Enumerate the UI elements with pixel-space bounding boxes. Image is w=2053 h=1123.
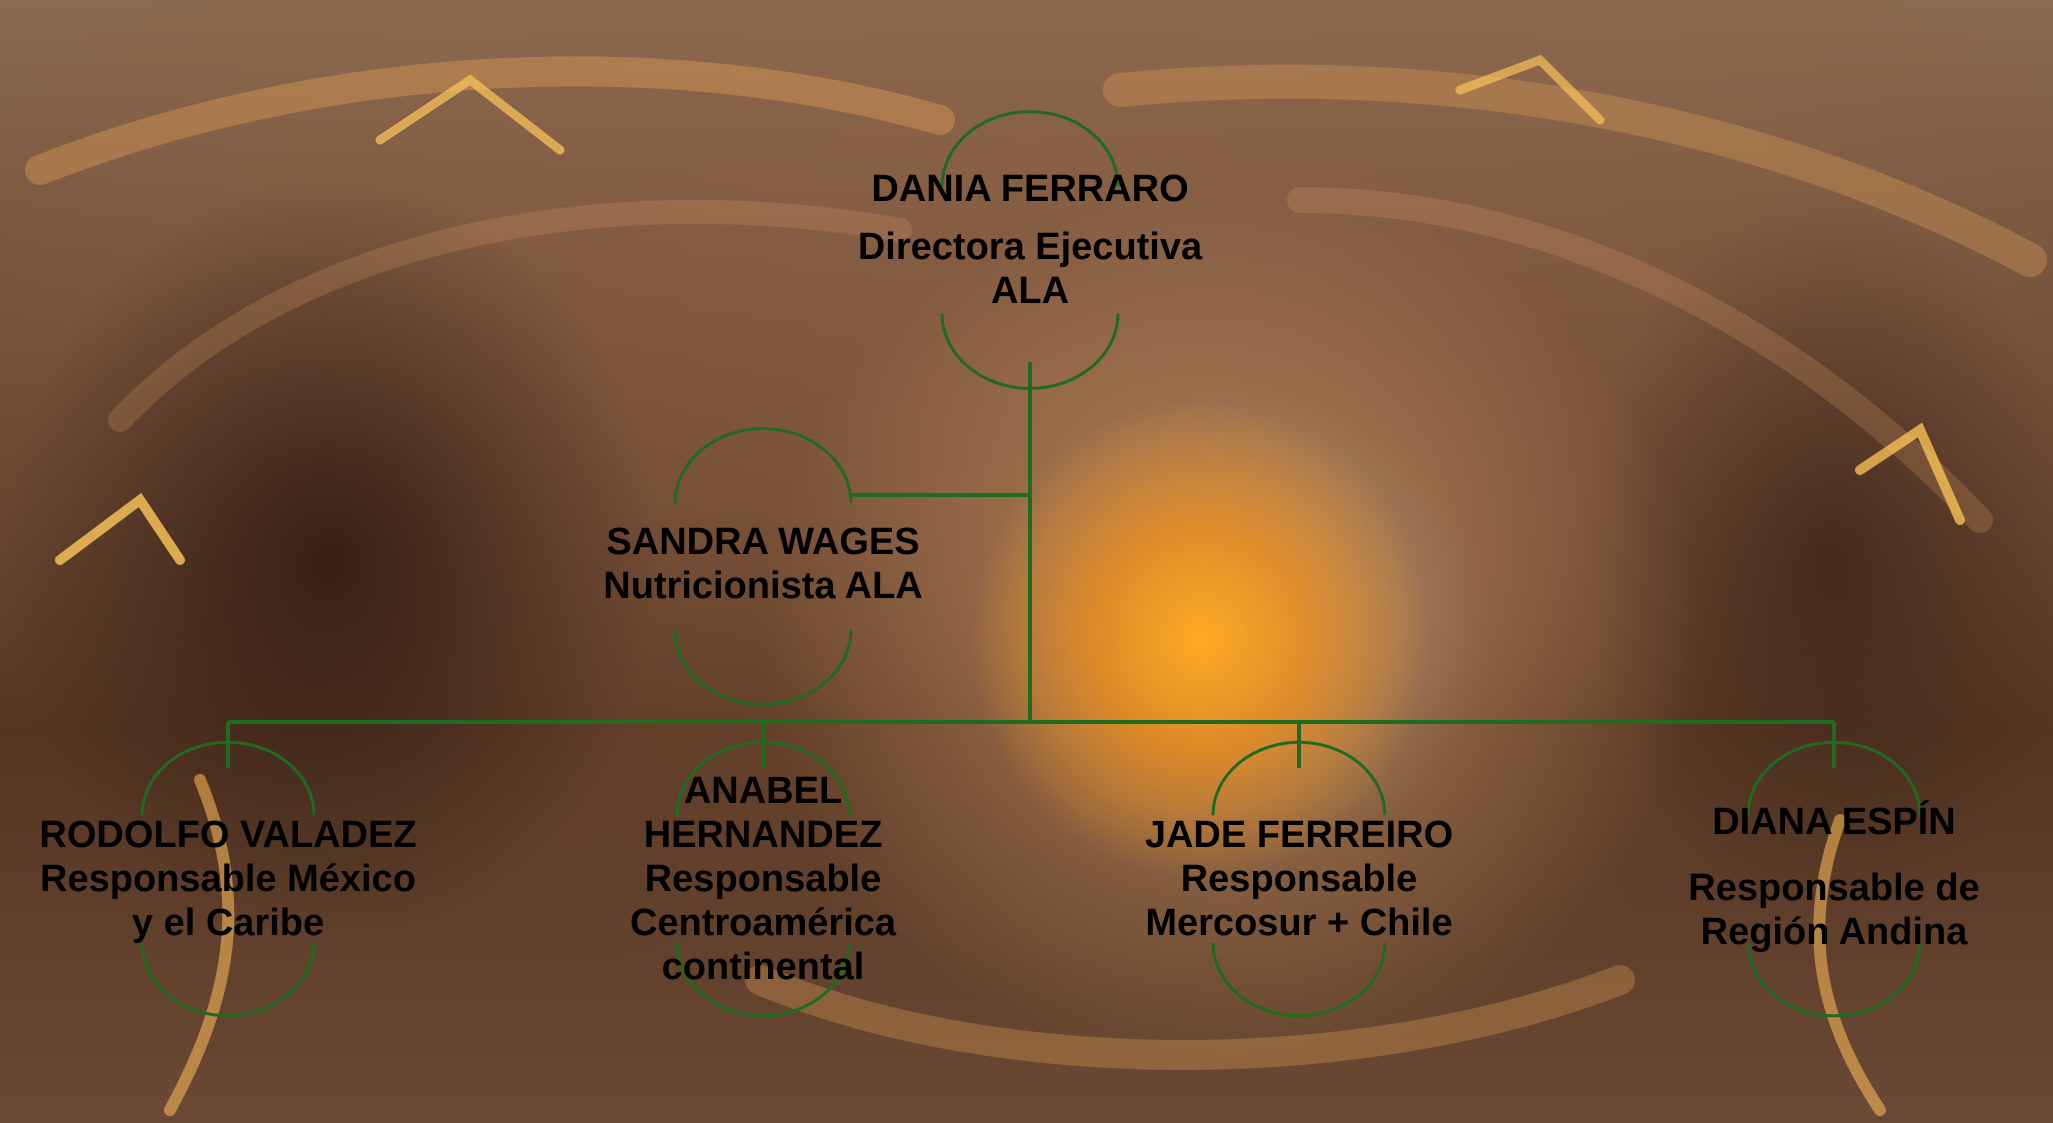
centroamerica-role-line-2: Centroamérica bbox=[629, 902, 897, 944]
andina-node-arc-top bbox=[1746, 740, 1922, 816]
andina-manager-name: DIANA ESPÍN bbox=[1712, 801, 1956, 843]
mercosur-role-line-1: Responsable bbox=[1180, 858, 1418, 900]
mercosur-node-arc-top bbox=[1211, 740, 1387, 816]
nutritionist-node-arc-bottom bbox=[673, 629, 853, 706]
director-name: DANIA FERRARO bbox=[871, 168, 1189, 210]
director-role-line-2: ALA bbox=[990, 270, 1070, 312]
centroamerica-node-arc-bottom bbox=[675, 942, 851, 1018]
andina-role-line-2: Región Andina bbox=[1700, 911, 1968, 953]
org-node-region-andina: DIANA ESPÍN Responsable de Región Andina bbox=[1688, 800, 1979, 954]
andina-role-line-1: Responsable de bbox=[1688, 867, 1980, 909]
director-role-line-1: Directora Ejecutiva bbox=[857, 226, 1203, 268]
mexico-role-line-1: Responsable México bbox=[40, 858, 416, 900]
org-node-mercosur: JADE FERREIRO Responsable Mercosur + Chi… bbox=[1145, 813, 1453, 945]
director-node-arc-bottom bbox=[940, 313, 1120, 390]
centroamerica-manager-name-line-2: HERNANDEZ bbox=[643, 814, 883, 856]
org-node-centroamerica: ANABEL HERNANDEZ Responsable Centroaméri… bbox=[630, 769, 896, 989]
mercosur-role-line-2: Mercosur + Chile bbox=[1145, 902, 1453, 944]
mexico-node-arc-bottom bbox=[140, 942, 316, 1018]
nutritionist-name: SANDRA WAGES bbox=[606, 521, 920, 563]
mercosur-node-arc-bottom bbox=[1211, 942, 1387, 1018]
andina-node-arc-bottom bbox=[1746, 942, 1922, 1018]
mexico-role-line-2: y el Caribe bbox=[131, 902, 325, 944]
org-node-mexico-caribe: RODOLFO VALADEZ Responsable México y el … bbox=[39, 813, 416, 945]
org-node-nutritionist: SANDRA WAGES Nutricionista ALA bbox=[603, 520, 923, 608]
mexico-node-arc-top bbox=[140, 740, 316, 816]
nutritionist-node-arc-top bbox=[673, 427, 853, 504]
centroamerica-node-arc-top bbox=[675, 740, 851, 816]
mexico-manager-name: RODOLFO VALADEZ bbox=[39, 814, 417, 856]
nutritionist-role: Nutricionista ALA bbox=[603, 565, 923, 607]
centroamerica-role-line-1: Responsable bbox=[644, 858, 882, 900]
centroamerica-manager-name-line-1: ANABEL bbox=[683, 770, 843, 812]
org-node-director: DANIA FERRARO Directora Ejecutiva ALA bbox=[858, 167, 1202, 313]
centroamerica-role-line-3: continental bbox=[661, 946, 865, 988]
director-node-arc-top bbox=[940, 110, 1120, 187]
mercosur-manager-name: JADE FERREIRO bbox=[1144, 814, 1454, 856]
